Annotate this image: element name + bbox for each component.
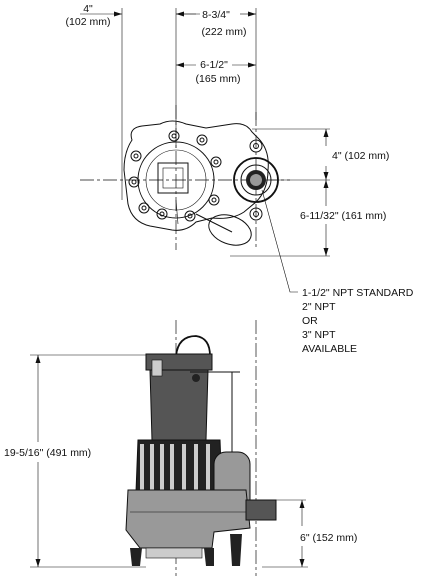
dim-discharge-height-label: 6" (152 mm) xyxy=(300,532,357,544)
dim-left-width-label: 4" xyxy=(83,3,93,15)
discharge-note: 1-1/2" NPT STANDARD 2" NPT OR 3" NPT AVA… xyxy=(302,287,414,355)
note-line-1: 1-1/2" NPT STANDARD xyxy=(302,287,414,299)
dim-discharge-depth-label: 6-11/32" (161 mm) xyxy=(300,210,386,222)
note-line-4: 3" NPT xyxy=(302,329,336,341)
note-line-2: 2" NPT xyxy=(302,301,336,313)
dim-overall-width: 8-3/4" (222 mm) xyxy=(176,9,256,38)
pump-side-elevation xyxy=(125,335,277,566)
dim-left-width-mm-label: (102 mm) xyxy=(66,16,111,28)
dim-center-offset: 6-1/2" (165 mm) xyxy=(176,59,256,85)
side-view: 19-5/16" (491 mm) 6" (152 mm) xyxy=(4,320,357,576)
dim-discharge-vertical: 4" (102 mm) xyxy=(323,129,389,180)
dim-discharge-depth: 6-11/32" (161 mm) xyxy=(300,180,386,256)
dim-center-offset-label: 6-1/2" xyxy=(200,59,228,71)
dim-discharge-vertical-label: 4" (102 mm) xyxy=(332,150,389,162)
dim-overall-width-mm-label: (222 mm) xyxy=(202,26,247,38)
dim-overall-width-label: 8-3/4" xyxy=(202,9,230,21)
pump-top-outline xyxy=(123,120,279,246)
dim-left-width: 4" (102 mm) xyxy=(66,3,196,28)
dim-center-offset-mm-label: (165 mm) xyxy=(196,73,241,85)
note-line-3: OR xyxy=(302,315,318,327)
note-line-5: AVAILABLE xyxy=(302,343,357,355)
top-view: 4" (102 mm) 8-3/4" (222 mm) 6-1/2" (165 … xyxy=(66,3,389,293)
dim-overall-height: 19-5/16" (491 mm) xyxy=(4,355,91,567)
dim-overall-height-label: 19-5/16" (491 mm) xyxy=(4,447,91,459)
dim-discharge-height: 6" (152 mm) xyxy=(262,500,357,568)
